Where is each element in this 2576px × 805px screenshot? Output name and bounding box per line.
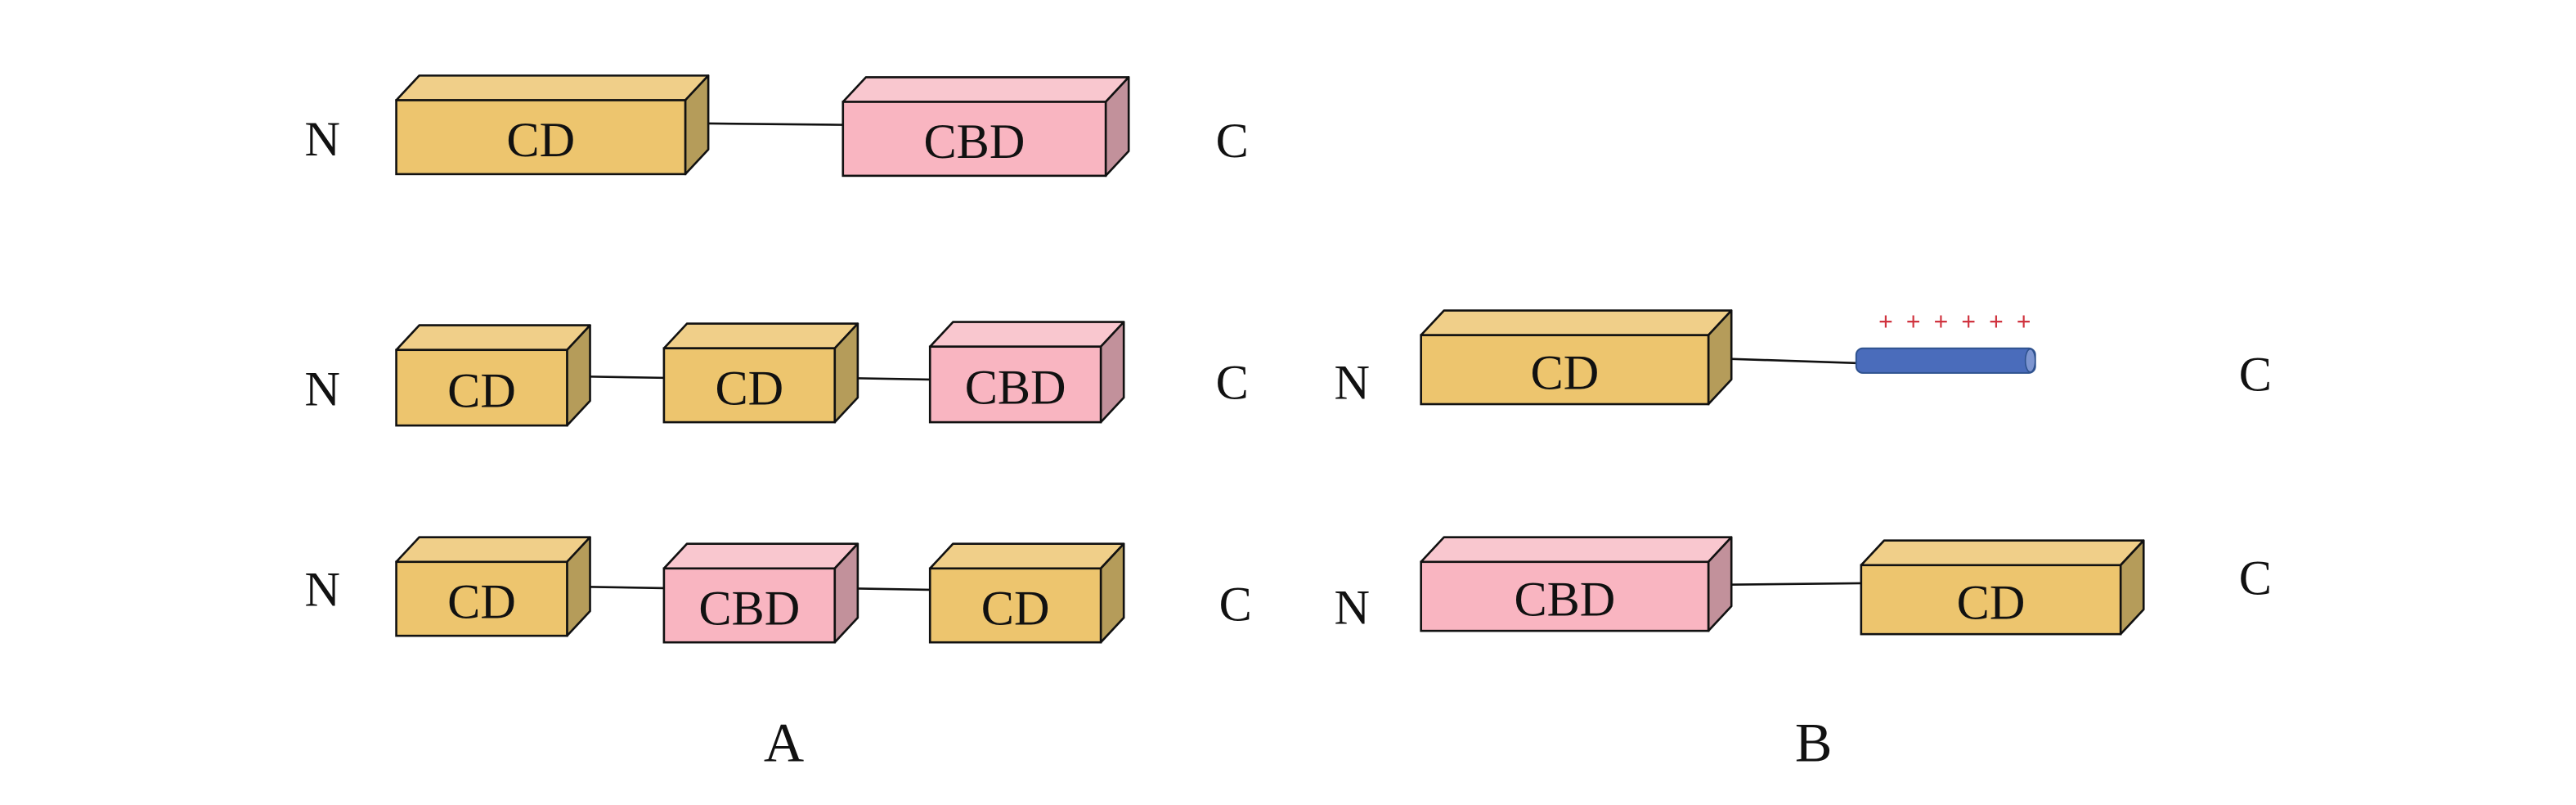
positive-charge-icon: +: [2017, 308, 2031, 335]
c-terminus-label: C: [1219, 578, 1252, 632]
domain-label: CD: [981, 582, 1050, 636]
box-top-face: [395, 74, 710, 101]
linker-line: [1708, 357, 1856, 365]
domain-box-cd: CD: [395, 536, 591, 637]
c-terminus-label: C: [2239, 551, 2272, 605]
box-front-face: [1420, 560, 1710, 632]
positive-charge-icon: +: [1961, 308, 1976, 335]
box-front-face: [928, 345, 1102, 424]
box-front-face: [1860, 564, 2122, 636]
c-terminus-label: C: [1216, 355, 1249, 410]
n-terminus-label: N: [304, 362, 340, 416]
box-top-face: [662, 322, 859, 350]
positive-charge-icon: +: [1934, 308, 1949, 335]
n-terminus-label: N: [1335, 355, 1370, 410]
helix-end: [2024, 348, 2036, 373]
n-terminus-label: N: [1335, 581, 1370, 636]
box-top-face: [1420, 536, 1733, 564]
domain-box-cd: CD: [928, 542, 1125, 644]
box-top-face: [928, 321, 1125, 349]
domain-label: CBD: [965, 360, 1066, 415]
box-front-face: [395, 349, 568, 427]
box-top-face: [395, 324, 591, 352]
domain-label: CD: [447, 574, 516, 629]
domain-label: CD: [506, 113, 575, 168]
domain-label: CD: [447, 363, 516, 418]
domain-label: CD: [1957, 575, 2026, 630]
c-terminus-label: C: [1216, 114, 1249, 169]
box-front-face: [841, 101, 1107, 178]
helix-body: [1855, 347, 2036, 374]
box-top-face: [1860, 539, 2145, 567]
box-top-face: [395, 536, 591, 564]
positive-charge-icon: +: [1878, 308, 1893, 335]
box-front-face: [662, 347, 837, 424]
n-terminus-label: N: [304, 112, 340, 167]
box-front-face: [1420, 334, 1710, 406]
box-top-face: [841, 76, 1130, 103]
box-front-face: [928, 567, 1102, 644]
domain-box-cbd: CBD: [841, 76, 1130, 178]
box-top-face: [662, 542, 859, 570]
domain-box-cd: CD: [1420, 309, 1733, 406]
domain-box-cd: CD: [395, 324, 591, 427]
domain-label: CBD: [1514, 572, 1615, 627]
c-terminus-label: C: [2239, 347, 2272, 402]
positive-charge-icon: +: [1989, 308, 2004, 335]
box-front-face: [395, 99, 687, 176]
linker-line: [1708, 582, 1861, 587]
domain-box-cd: CD: [1860, 539, 2145, 636]
panel-label-a: A: [764, 712, 804, 774]
box-top-face: [1420, 309, 1733, 336]
box-top-face: [928, 542, 1125, 570]
domain-box-cbd: CBD: [1420, 536, 1733, 632]
domain-box-cbd: CBD: [928, 321, 1125, 424]
cationic-helix: + + + + + +: [1855, 308, 2036, 374]
domain-label: CBD: [924, 115, 1025, 169]
panel-label-b: B: [1795, 712, 1833, 774]
domain-label: CD: [1531, 345, 1600, 400]
domain-box-cd: CD: [662, 322, 859, 424]
domain-box-cd: CD: [395, 74, 710, 176]
box-front-face: [395, 560, 568, 637]
linker-line: [684, 122, 843, 126]
domain-label: CD: [715, 361, 783, 416]
domain-label: CBD: [698, 582, 800, 636]
domain-box-cbd: CBD: [662, 542, 859, 644]
positive-charge-icon: +: [1906, 308, 1921, 335]
n-terminus-label: N: [304, 562, 340, 617]
box-front-face: [662, 567, 837, 644]
